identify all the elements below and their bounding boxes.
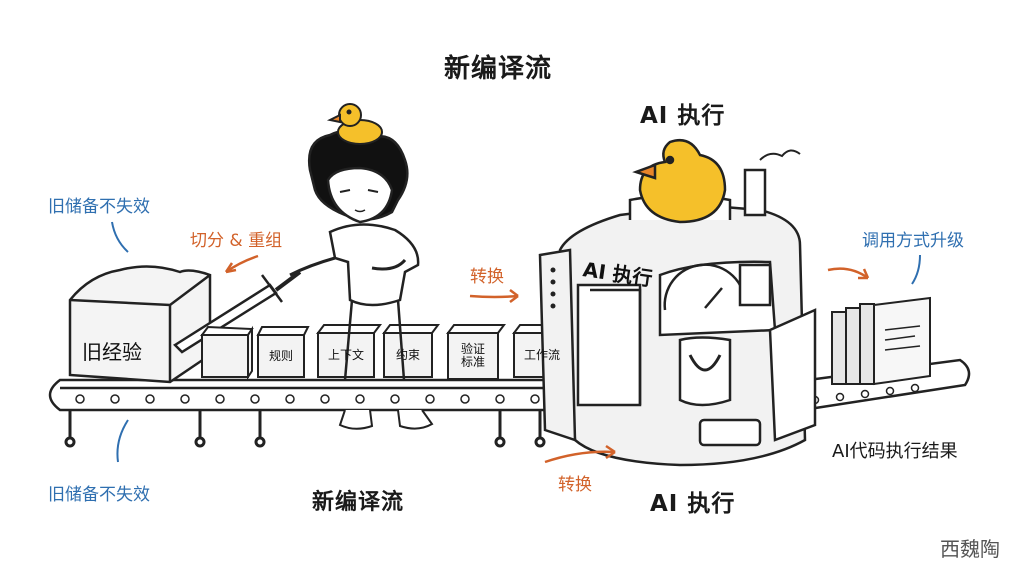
box-workflow: 工作流	[523, 348, 560, 362]
upgrade-label: 调用方式升级	[862, 231, 964, 251]
blue-leader-lines	[111, 221, 921, 463]
duck-on-head	[326, 103, 383, 145]
old-experience-block	[68, 265, 212, 384]
old-experience-label: 旧经验	[82, 340, 142, 364]
duck-on-machine	[632, 138, 727, 224]
ai-exec-bottom: AI 执行	[650, 491, 736, 517]
cut-label: 切分 & 重组	[190, 231, 283, 251]
ai-exec-top: AI 执行	[640, 103, 726, 129]
person	[289, 129, 434, 430]
sword	[173, 270, 302, 354]
bottom-title: 新编译流	[312, 490, 405, 515]
code-books	[831, 296, 931, 386]
old-reserve-bottom: 旧储备不失效	[48, 485, 150, 505]
belt-legs	[64, 410, 546, 448]
result-label: AI代码执行结果	[832, 441, 958, 462]
top-title: 新编译流	[444, 54, 553, 84]
watermark: 西魏陶	[940, 537, 1000, 561]
belt-rollers	[75, 394, 575, 404]
machine	[538, 149, 817, 467]
box-validation: 验证 标准	[460, 342, 485, 369]
old-reserve-top: 旧储备不失效	[48, 197, 150, 217]
orange-arrows	[224, 254, 870, 464]
box-context: 上下文	[327, 348, 364, 362]
convert-bottom: 转换	[558, 475, 592, 495]
convert-top: 转换	[470, 267, 504, 287]
box-constraints: 约束	[395, 348, 420, 362]
box-rules: 规则	[268, 349, 293, 363]
